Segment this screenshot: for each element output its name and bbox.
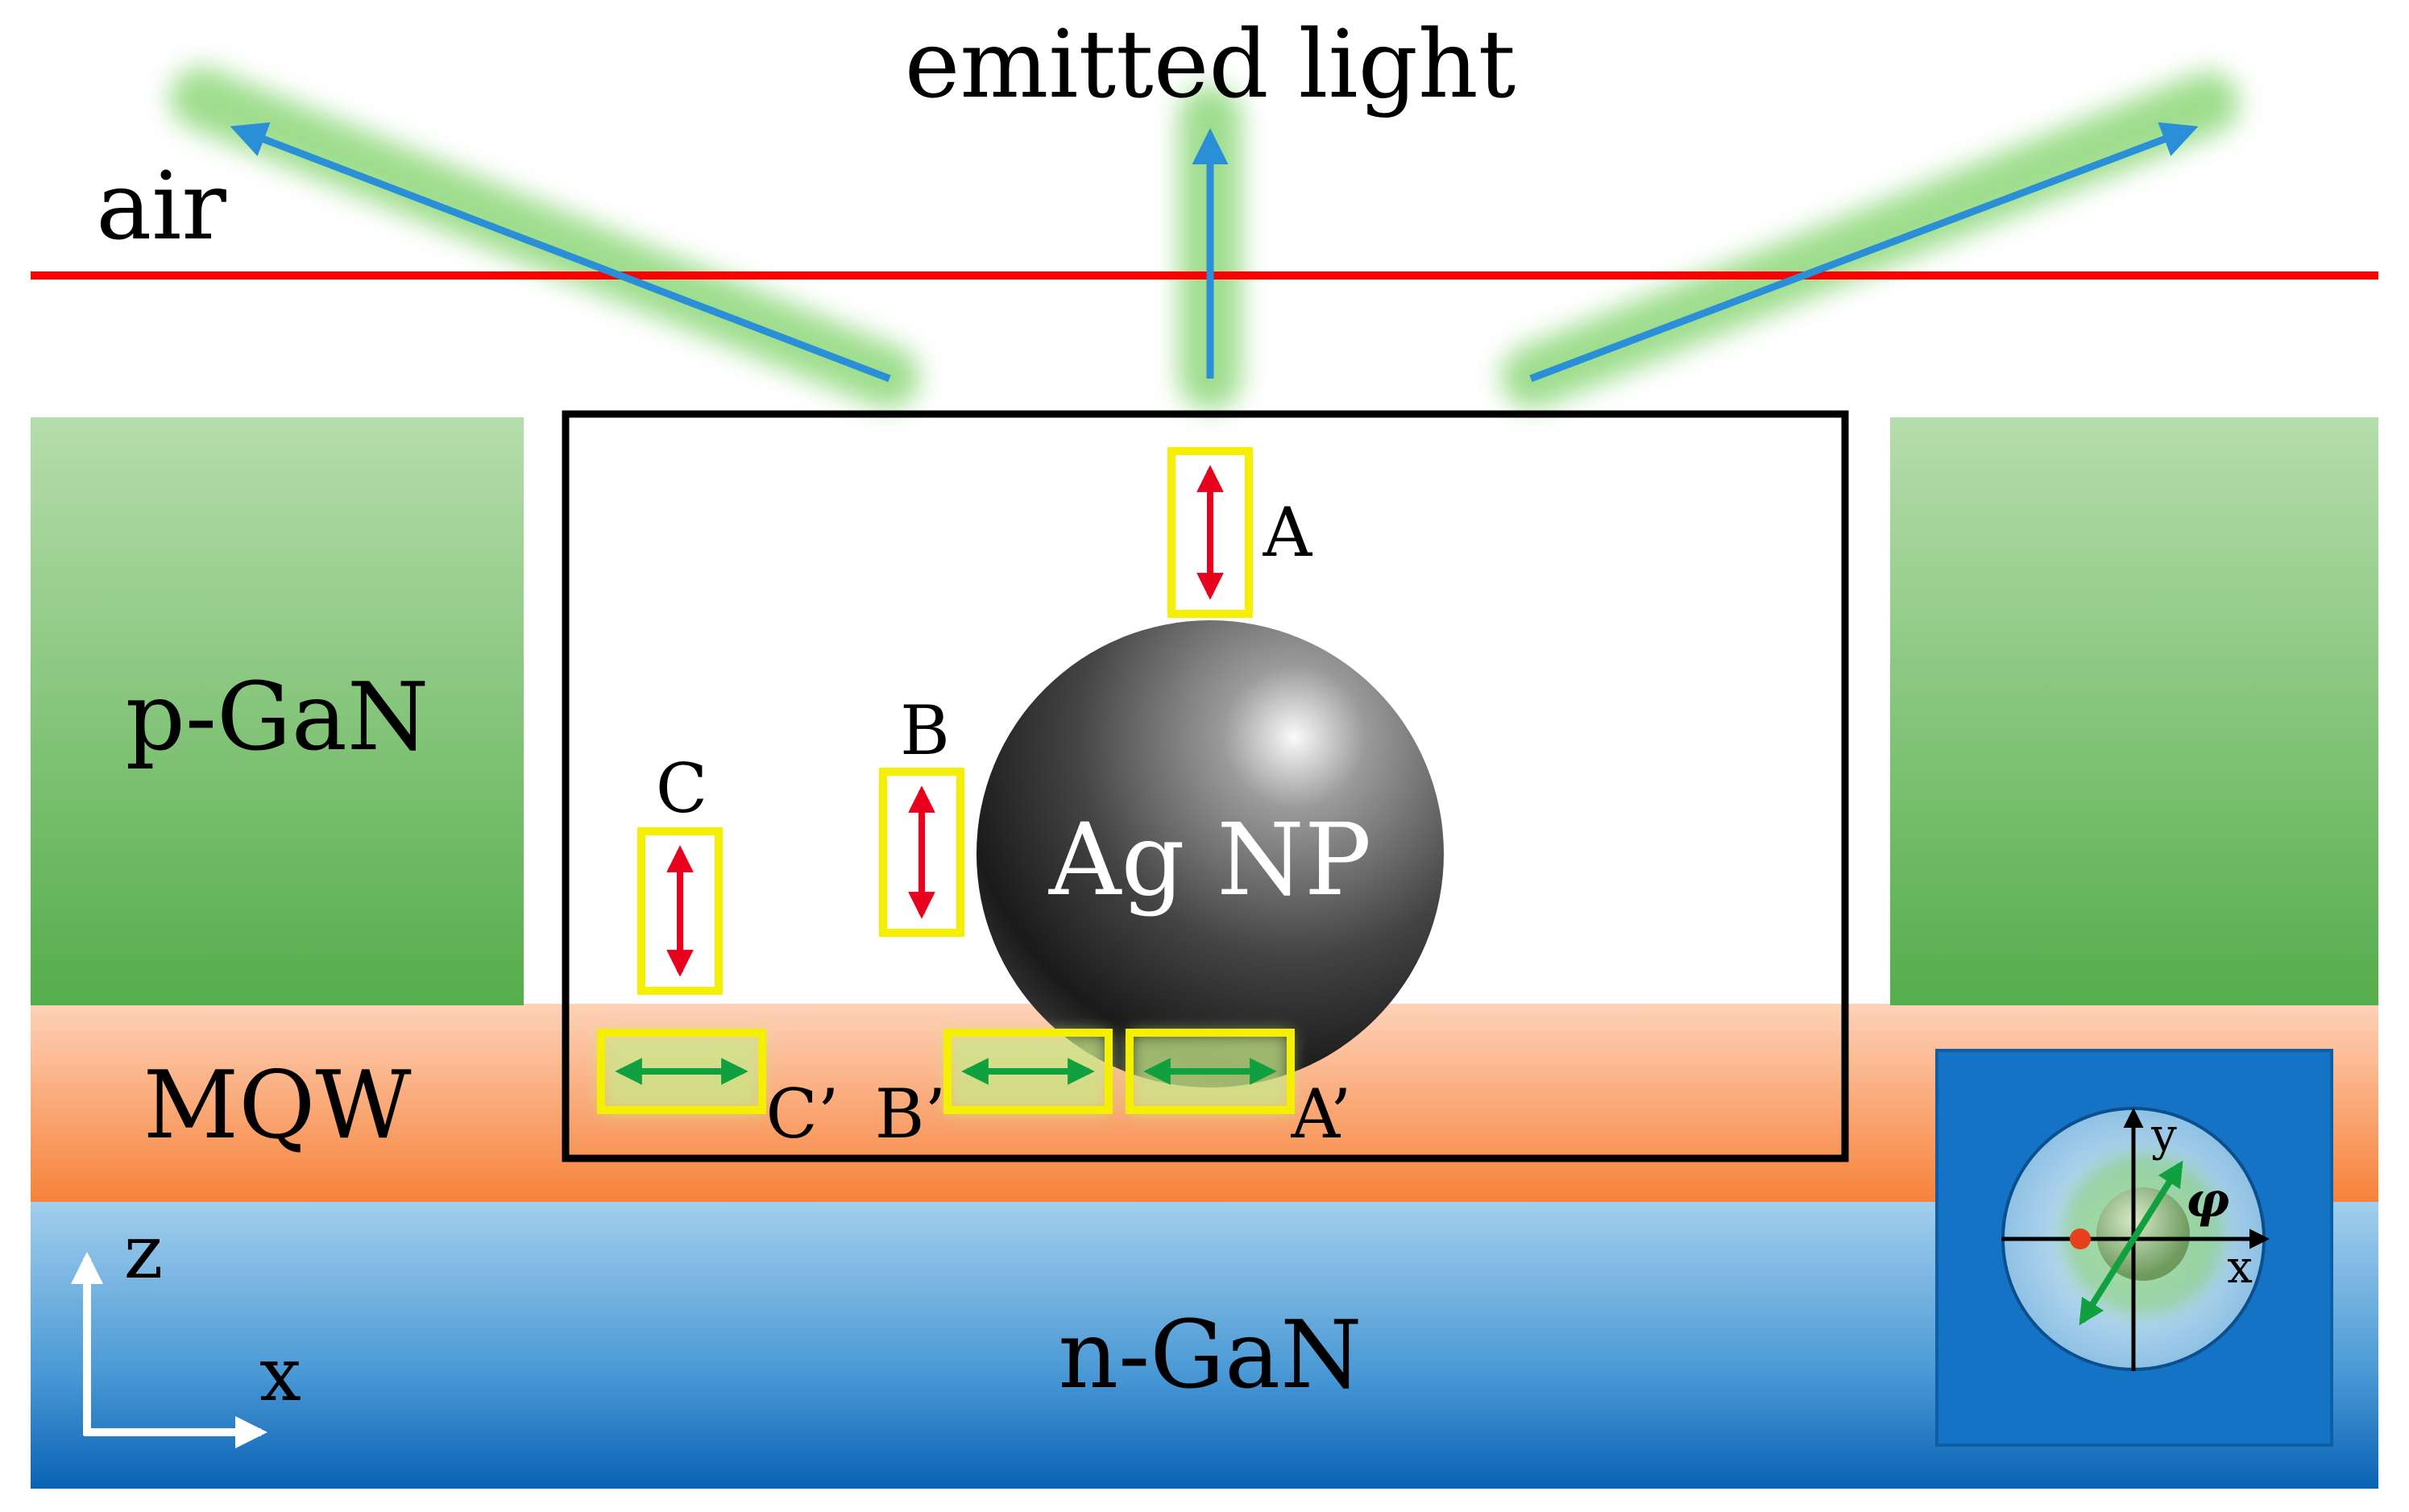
ag-np-sphere — [976, 620, 1444, 1087]
dipole-a-label: A — [1263, 493, 1313, 572]
dipole-b-prime-box — [943, 1029, 1113, 1114]
dipole-a-prime-box — [1126, 1029, 1295, 1114]
coordinate-axes: z x — [71, 1209, 301, 1448]
inset-polarization-arrow — [2079, 1160, 2183, 1326]
dipole-c: C — [637, 749, 723, 995]
x-axis-label: x — [259, 1332, 301, 1418]
mqw-label: MQW — [143, 1051, 411, 1160]
dipole-b: B — [879, 691, 964, 937]
dipole-c-label: C — [656, 749, 707, 828]
z-axis-label: z — [124, 1209, 163, 1295]
n-gan-label: n-GaN — [1058, 1301, 1362, 1410]
emitted-light-label: emitted light — [905, 10, 1516, 119]
emitted-light-arrows — [230, 122, 2199, 383]
inset-angle-label: φ — [2186, 1172, 2229, 1228]
simulation-region-box — [562, 410, 1849, 1162]
dipole-a-prime-label: A’ — [1290, 1075, 1351, 1154]
dipole-b-label: B — [900, 691, 950, 770]
dipole-a: A — [1167, 447, 1313, 618]
ag-np-label: Ag NP — [1048, 802, 1371, 918]
ag-nanoparticle: Ag NP — [976, 620, 1444, 1087]
light-arrow-right — [1529, 122, 2199, 383]
dipole-b-box — [879, 768, 964, 937]
p-gan-layer-right — [1890, 417, 2378, 1005]
polarization-inset: x y φ — [1935, 1049, 2333, 1447]
air-label: air — [96, 152, 226, 261]
dipole-c-prime-label: C’ — [766, 1075, 840, 1154]
p-gan-label: p-GaN — [126, 663, 429, 772]
inset-y-label: y — [2150, 1109, 2177, 1162]
inset-source-dot — [2070, 1228, 2091, 1249]
dipole-a-box — [1167, 447, 1253, 618]
p-gan-layer-left — [31, 417, 524, 1005]
dipole-b-prime: B’ — [875, 1029, 1113, 1154]
dipole-a-prime: A’ — [1126, 1029, 1352, 1154]
dipole-c-prime-box — [597, 1029, 766, 1114]
dipole-c-prime: C’ — [597, 1029, 840, 1154]
inset-nanoparticle — [2096, 1187, 2190, 1281]
light-arrow-left — [230, 122, 891, 383]
dipole-c-box — [637, 827, 723, 995]
dipole-b-prime-label: B’ — [875, 1075, 946, 1154]
inset-x-label: x — [2227, 1241, 2253, 1294]
